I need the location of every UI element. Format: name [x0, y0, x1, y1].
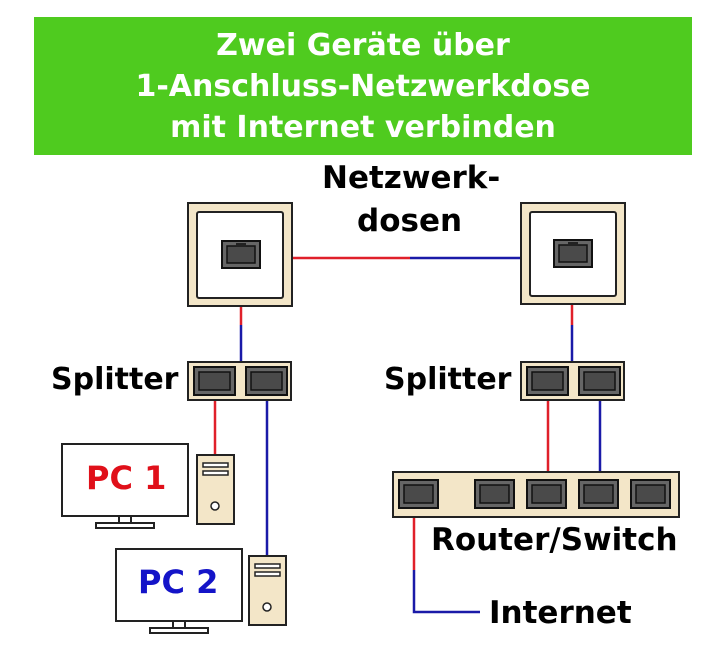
label-pc1: PC 1	[86, 459, 167, 497]
label-router-switch: Router/Switch	[431, 522, 678, 558]
label-netzwerkdosen-line1: Netzwerk-	[322, 160, 501, 196]
wall-socket-right-icon	[520, 202, 626, 305]
splitter-right-icon	[520, 361, 625, 401]
title-line-2: 1-Anschluss-Netzwerkdose	[135, 68, 591, 104]
title-line-1: Zwei Geräte über	[216, 27, 510, 63]
title-banner: Zwei Geräte über 1-Anschluss-Netzwerkdos…	[34, 17, 692, 155]
pc-tower-pc2-icon	[248, 555, 287, 626]
pc-tower-pc1-icon	[196, 454, 235, 525]
label-pc2: PC 2	[138, 563, 219, 601]
rj45-port-icon	[221, 240, 261, 269]
monitor-pc2-icon	[115, 548, 243, 634]
rj45-port-icon	[553, 239, 593, 268]
label-splitter-right: Splitter	[384, 362, 512, 397]
label-splitter-left: Splitter	[51, 362, 179, 397]
title-line-3: mit Internet verbinden	[170, 109, 556, 145]
monitor-pc1-icon	[61, 443, 189, 529]
wall-socket-left-icon	[187, 202, 293, 307]
router-switch-icon	[392, 471, 680, 518]
label-internet: Internet	[489, 595, 632, 631]
label-netzwerkdosen-line2: dosen	[357, 203, 463, 239]
cable-internet-blue	[412, 570, 480, 614]
splitter-left-icon	[187, 361, 292, 401]
